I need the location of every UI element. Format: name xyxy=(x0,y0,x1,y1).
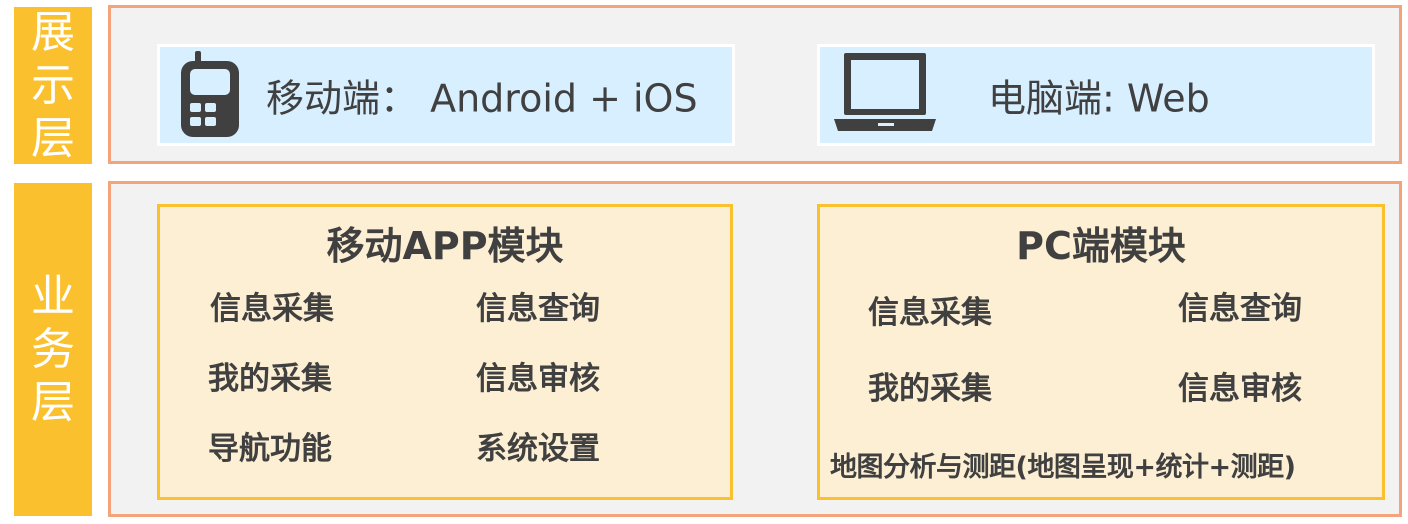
pc-module-title: PC端模块 xyxy=(1016,224,1186,268)
business-layer-frame: 移动APP模块 信息采集 信息查询 我的采集 信息审核 导航功能 系统设置 PC… xyxy=(108,181,1402,517)
mobile-app-module: 移动APP模块 信息采集 信息查询 我的采集 信息审核 导航功能 系统设置 xyxy=(157,204,733,500)
mobile-feature-info-query: 信息查询 xyxy=(476,291,600,327)
mobile-module-title: 移动APP模块 xyxy=(326,224,564,268)
mobile-client-text: 移动端： Android + iOS xyxy=(266,76,698,121)
presentation-layer-frame: 移动端： Android + iOS 电脑端: Web xyxy=(108,5,1402,164)
pc-client-text: 电脑端: Web xyxy=(988,76,1210,121)
pc-feature-map-analysis: 地图分析与测距(地图呈现+统计+测距) xyxy=(830,452,1296,483)
mobile-feature-info-review: 信息审核 xyxy=(476,361,600,397)
presentation-layer-label-text: 展示层 xyxy=(31,7,75,164)
mobile-feature-my-collection: 我的采集 xyxy=(208,361,332,397)
laptop-icon xyxy=(834,53,936,131)
presentation-layer-label: 展示层 xyxy=(14,7,92,164)
mobile-feature-system-settings: 系统设置 xyxy=(476,431,600,467)
pc-module: PC端模块 信息采集 信息查询 我的采集 信息审核 地图分析与测距(地图呈现+统… xyxy=(817,204,1385,500)
pc-feature-info-review: 信息审核 xyxy=(1178,371,1302,407)
mobile-client-box: 移动端： Android + iOS xyxy=(157,44,735,146)
mobile-feature-navigation: 导航功能 xyxy=(208,431,332,467)
mobile-phone-icon xyxy=(181,51,239,137)
pc-feature-my-collection: 我的采集 xyxy=(868,371,992,407)
pc-feature-info-query: 信息查询 xyxy=(1178,291,1302,327)
business-layer-label-text: 业务层 xyxy=(31,271,75,428)
pc-feature-info-collection: 信息采集 xyxy=(868,295,992,331)
business-layer-label: 业务层 xyxy=(14,183,92,516)
mobile-feature-info-collection: 信息采集 xyxy=(210,291,334,327)
pc-client-box: 电脑端: Web xyxy=(817,44,1375,146)
